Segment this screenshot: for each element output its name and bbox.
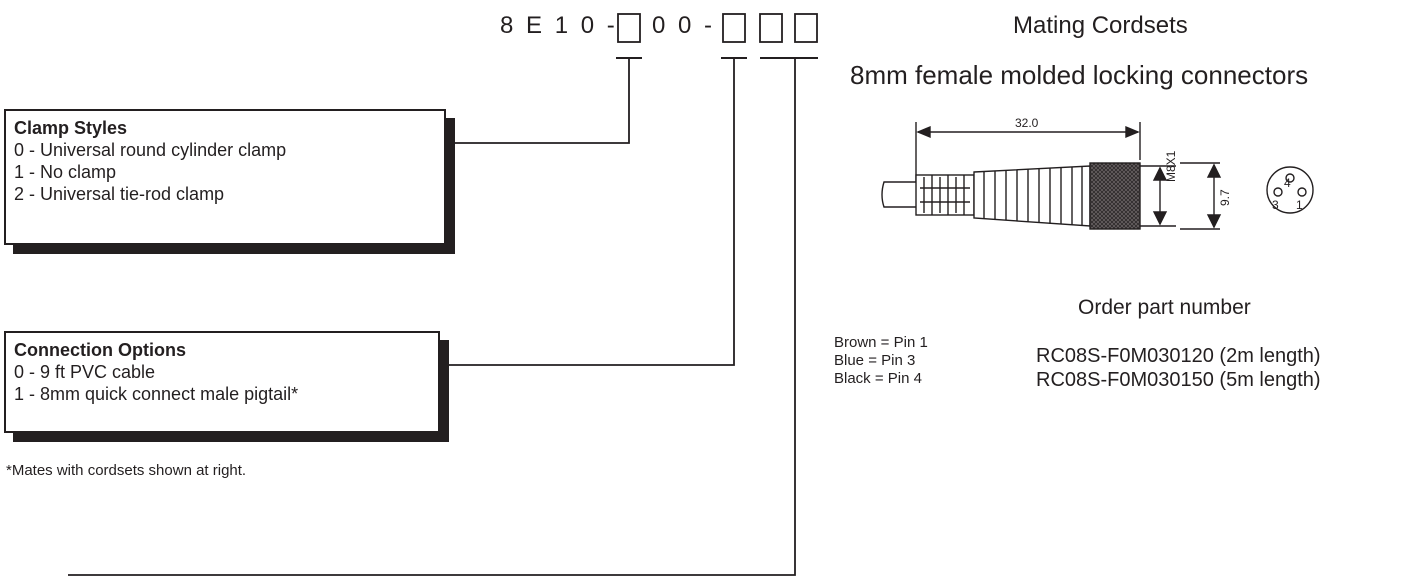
part-code-middle: 0 0 - bbox=[652, 12, 716, 39]
connection-options-box: Connection Options 0 - 9 ft PVC cable 1 … bbox=[4, 331, 440, 433]
dim-diameter-label: 9.7 bbox=[1218, 189, 1232, 206]
wiring-list: Brown = Pin 1 Blue = Pin 3 Black = Pin 4 bbox=[834, 334, 928, 388]
order-item: RC08S-F0M030120 (2m length) bbox=[1036, 345, 1321, 367]
order-list: RC08S-F0M030120 (2m length) RC08S-F0M030… bbox=[1036, 344, 1321, 392]
code-slot-connection bbox=[722, 13, 746, 43]
clamp-style-item: 1 - No clamp bbox=[14, 162, 117, 182]
clamp-styles-box: Clamp Styles 0 - Universal round cylinde… bbox=[4, 109, 446, 245]
connection-options-title: Connection Options bbox=[14, 340, 186, 360]
clamp-style-item: 0 - Universal round cylinder clamp bbox=[14, 140, 287, 160]
code-slot-3 bbox=[759, 13, 783, 43]
connection-option-item: 1 - 8mm quick connect male pigtail* bbox=[14, 384, 299, 404]
connection-footnote: *Mates with cordsets shown at right. bbox=[6, 462, 247, 479]
clamp-style-item: 2 - Universal tie-rod clamp bbox=[14, 184, 225, 204]
leader-suffix bbox=[68, 58, 796, 576]
clamp-styles-title: Clamp Styles bbox=[14, 118, 128, 138]
code-slot-clamp bbox=[617, 13, 641, 43]
pin-label-1: 1 bbox=[1296, 198, 1303, 212]
wiring-item: Brown = Pin 1 bbox=[834, 334, 928, 351]
part-code-prefix: 8 E 1 0 - bbox=[500, 12, 618, 39]
leader-connection bbox=[440, 58, 735, 366]
pin-label-3: 3 bbox=[1272, 198, 1279, 212]
cordsets-title: Mating Cordsets bbox=[1013, 12, 1188, 39]
wiring-item: Blue = Pin 3 bbox=[834, 352, 916, 369]
cordsets-subtitle: 8mm female molded locking connectors bbox=[850, 60, 1309, 90]
order-title: Order part number bbox=[1078, 296, 1251, 319]
dim-thread-label: M8X1 bbox=[1164, 150, 1178, 182]
wiring-item: Black = Pin 4 bbox=[834, 370, 922, 387]
pin-label-4: 4 bbox=[1284, 176, 1291, 190]
leader-clamp bbox=[446, 58, 630, 144]
connection-option-item: 0 - 9 ft PVC cable bbox=[14, 362, 156, 382]
connector-drawing bbox=[881, 122, 1314, 230]
dim-length-label: 32.0 bbox=[1015, 116, 1039, 130]
order-item: RC08S-F0M030150 (5m length) bbox=[1036, 369, 1321, 391]
code-slot-4 bbox=[794, 13, 818, 43]
